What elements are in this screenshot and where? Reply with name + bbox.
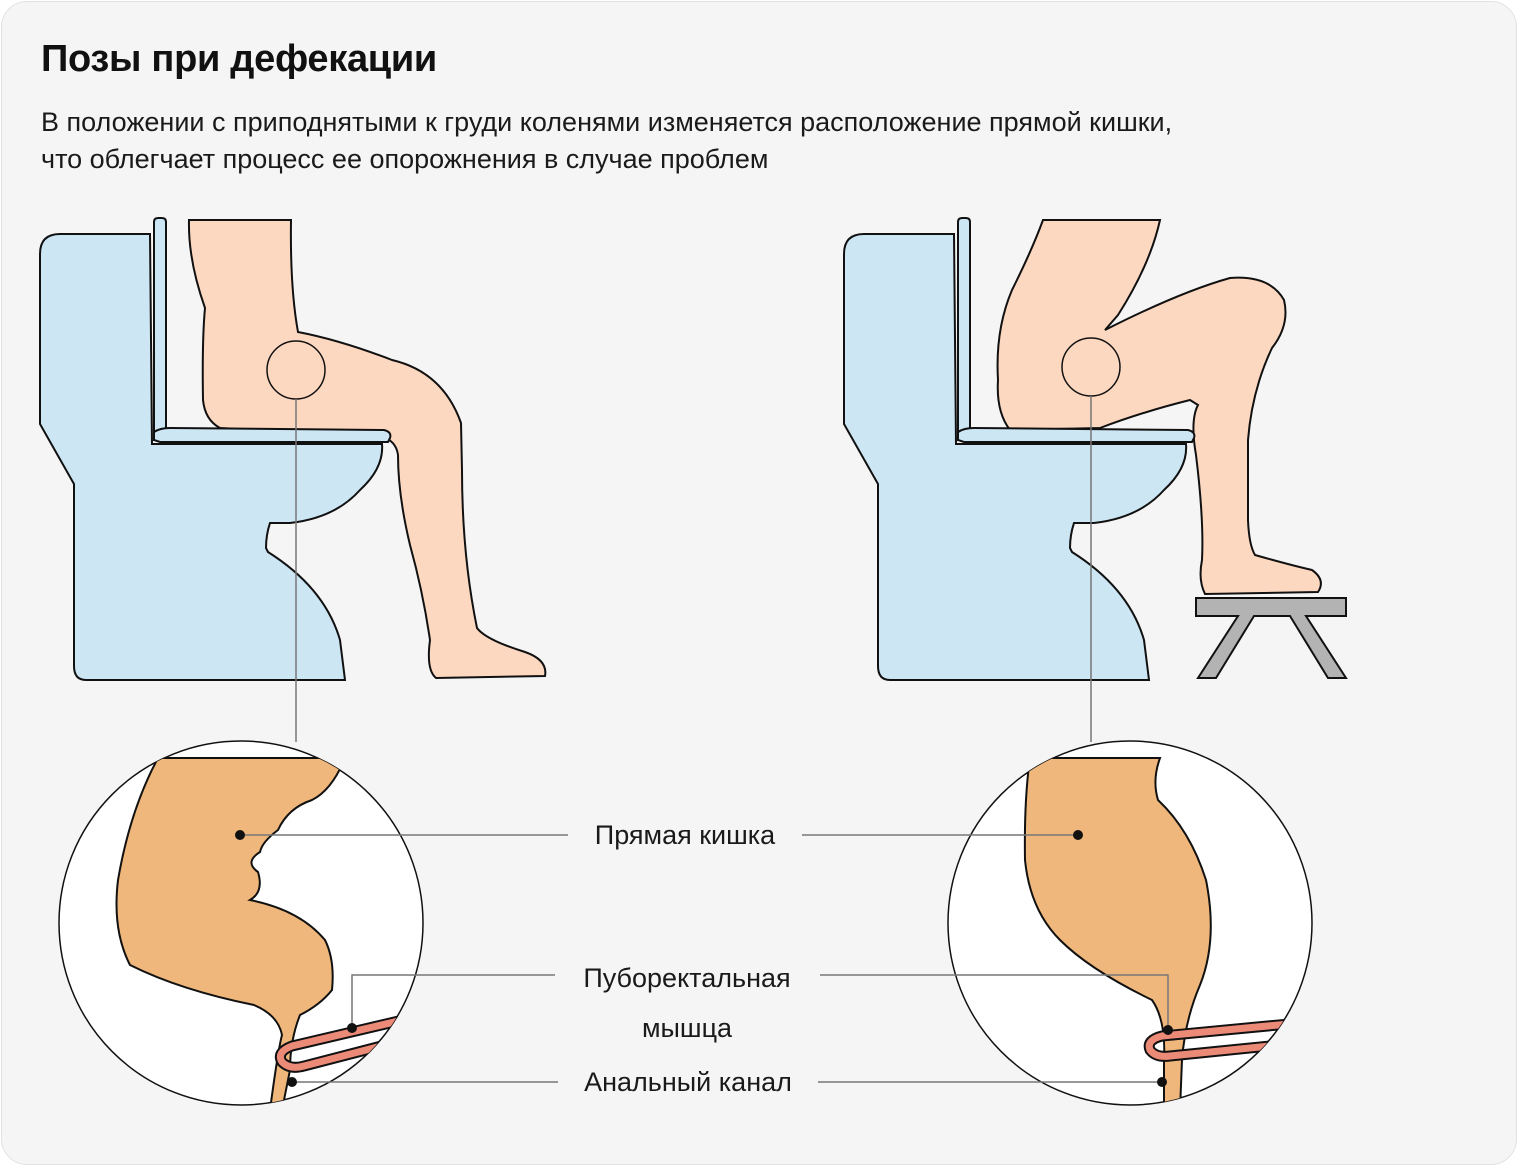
right-leg — [996, 219, 1322, 596]
label-rectum: Прямая кишка — [594, 820, 776, 850]
left-leg — [187, 219, 547, 680]
dot-puborectalis-right — [1163, 1025, 1173, 1035]
right-rectum — [1023, 757, 1212, 1105]
dot-puborectalis-left — [347, 1023, 357, 1033]
subtitle-line-2: что облегчает процесс ее опорожнения в с… — [41, 144, 769, 174]
dot-anal-left — [287, 1077, 297, 1087]
right-scene — [843, 217, 1348, 742]
left-toilet-seat — [153, 426, 392, 443]
leader-puborectalis-left — [351, 974, 555, 1028]
left-toilet — [39, 233, 384, 681]
left-rectum — [115, 757, 347, 1105]
leader-lines — [240, 834, 1169, 1083]
left-zoom-view — [58, 740, 424, 1106]
label-puborectalis-line-1: Пуборектальная — [583, 963, 791, 993]
dot-anal-right — [1157, 1077, 1167, 1087]
page-title: Позы при дефекации — [41, 38, 437, 80]
label-puborectalis-line-2: мышца — [641, 1013, 733, 1043]
label-puborectalis: Пуборектальная мышца — [556, 953, 818, 1053]
right-zoom-view — [947, 740, 1313, 1106]
right-toilet-lid — [957, 217, 971, 441]
right-toilet — [843, 233, 1188, 681]
label-anal-canal: Анальный канал — [584, 1067, 792, 1097]
right-footstool — [1195, 597, 1348, 679]
leader-puborectalis-right — [820, 974, 1169, 1030]
right-toilet-seat — [957, 426, 1196, 443]
left-toilet-lid — [153, 217, 167, 441]
subtitle-line-1: В положении с приподнятыми к груди колен… — [41, 107, 1173, 137]
page-subtitle: В положении с приподнятыми к груди колен… — [41, 104, 1441, 178]
left-scene — [39, 217, 547, 742]
dot-rectum-right — [1073, 830, 1083, 840]
dot-rectum-left — [235, 830, 245, 840]
leader-dots — [235, 830, 1173, 1087]
